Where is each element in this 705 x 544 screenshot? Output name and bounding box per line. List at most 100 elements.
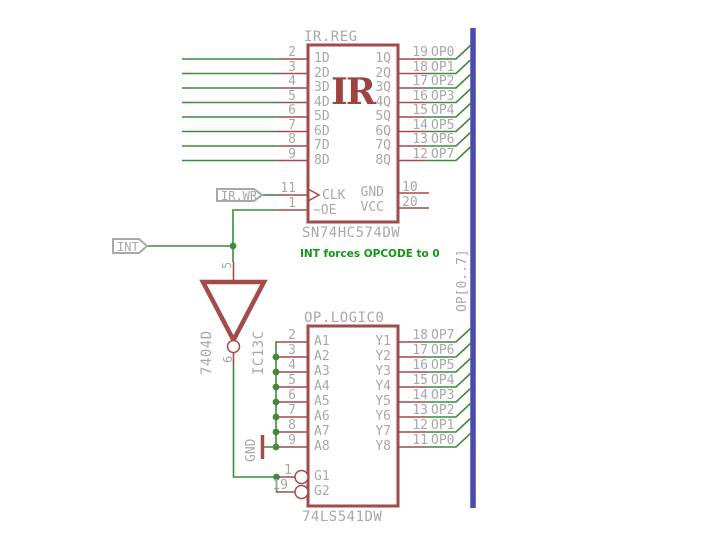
pin-number: 9 [288,433,296,448]
net-label: OP3 [431,88,455,104]
pin-number: 11 [412,433,428,448]
pin-number: 5 [288,373,296,388]
pin-number: 8 [288,132,296,147]
pin-name: A8 [314,439,330,454]
pin-name: A7 [314,424,330,439]
net-label: OP7 [431,328,455,343]
logic-right-pin-stubs [398,341,426,448]
pin-name: 4Q [375,94,391,110]
pin-name: 7D [314,138,330,153]
net-label: OP1 [431,59,455,75]
pin-name: A3 [314,364,330,379]
pin-name: 5Q [375,109,391,124]
pin-number: 13 [412,403,428,418]
pin-number: 7 [288,403,296,418]
pin-name: 2D [314,65,330,81]
pin-name: Y7 [375,424,391,439]
inverter-output-wire [232,365,278,493]
gnd-symbol-label: GND [244,438,259,462]
pin-number: 13 [412,132,428,147]
inverter-pin-out-number: 6 [221,355,235,363]
pin-name: G1 [314,469,330,484]
ir-part-number: SN74HC574DW [302,225,401,241]
pin-name: 5D [314,109,330,124]
pin-number: 3 [288,343,296,358]
clk-wedge-icon [307,188,321,202]
net-label: OP7 [431,146,455,162]
pin-number: 4 [288,74,296,89]
pin-number: 12 [412,418,428,433]
pin-number: 19 [412,45,428,60]
pin-number: 14 [412,388,428,403]
pin-number: 16 [412,88,428,104]
pin-name: 6Q [375,123,391,139]
pin-name: 8D [314,152,330,168]
pin-name: 7Q [375,138,391,153]
pin-name: Y8 [375,439,391,454]
pin-name: 8Q [375,152,391,168]
pin-number: 3 [288,59,296,75]
pin-number: 19 [272,478,288,493]
net-label: OP5 [431,358,455,373]
net-label: OP1 [431,418,455,433]
pin-name: A2 [314,349,330,364]
inverter-ic-name: IC13C [251,330,267,375]
ir-input-wires [182,58,277,162]
pin-name: 2Q [375,65,391,81]
pin-name: VCC [360,200,384,215]
pin-name: CLK [322,188,346,203]
pin-number: 17 [412,343,428,358]
pin-number: 1 [284,463,292,478]
symbol-artwork [199,43,429,508]
pin-name: G2 [314,484,330,499]
net-label: OP2 [431,403,455,418]
pin-number: 2 [288,328,296,343]
pin-number: 18 [412,328,428,343]
net-wires [147,44,472,493]
pin-name: Y1 [375,334,391,349]
pin-name: 1Q [375,51,391,66]
pin-number: 11 [280,181,296,196]
int-flag-label: INT [117,240,139,254]
pin-name: ~OE [313,203,337,218]
pin-number: 18 [412,59,428,75]
logic-part-number: 74LS541DW [302,509,383,525]
pin-name: GND [360,185,384,200]
pin-number: 6 [288,103,296,118]
net-label: OP0 [431,433,455,448]
inverter-pin-in-number: 5 [220,261,234,269]
pin-number: 17 [412,74,428,89]
pin-number: 15 [412,373,428,388]
pin-name: Y5 [375,394,391,409]
pin-number: 5 [288,88,296,104]
logic-left-pin-stubs [277,341,308,493]
pin-number: 6 [288,388,296,403]
pin-number: 20 [402,195,418,210]
logic-output-wires [426,327,472,448]
pin-name: 6D [314,123,330,139]
pin-name: 3D [314,80,330,95]
ir-left-pin-stubs [277,58,308,211]
net-flags [112,188,264,254]
net-label: OP6 [431,132,455,147]
pin-name: A4 [314,379,330,394]
net-label: OP6 [431,343,455,358]
net-label: OP3 [431,388,455,403]
inverter-triangle [199,279,268,345]
pin-number: 10 [402,180,418,195]
pin-name: A1 [314,334,330,349]
pin-name: Y2 [375,349,391,364]
pin-name: Y3 [375,364,391,379]
pin-number: 15 [412,103,428,118]
net-label: OP4 [431,103,455,118]
g2-bubble [294,484,309,500]
junction-dots [229,242,280,481]
pin-number: 2 [288,45,296,60]
pin-number: 14 [412,117,428,133]
logic-body [306,324,400,508]
ir-body [306,43,400,224]
pin-name: A5 [314,394,330,409]
ir-title: IR.REG [304,29,358,45]
pin-name: 3Q [375,80,391,95]
